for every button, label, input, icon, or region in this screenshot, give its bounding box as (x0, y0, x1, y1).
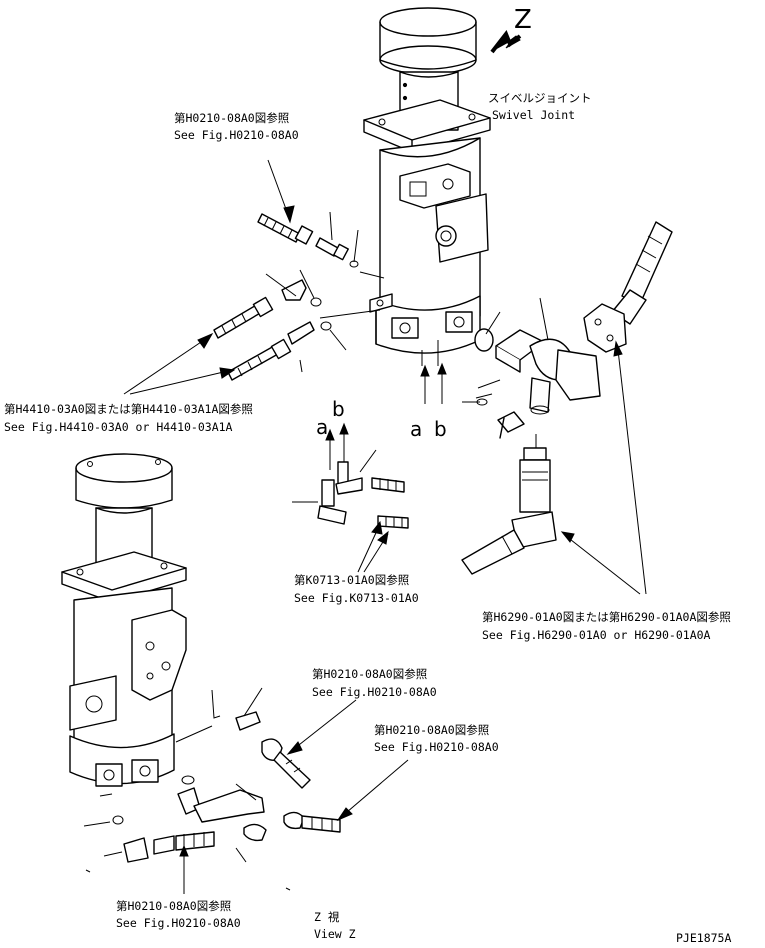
ref-h0210-bottom-ja: 第H0210-08A0図参照 (116, 899, 232, 913)
ref-h0210-mid1-en: See Fig.H0210-08A0 (312, 685, 437, 699)
ref-h6290-en: See Fig.H6290-01A0 or H6290-01A0A (482, 628, 711, 642)
ref-h4410-en: See Fig.H4410-03A0 or H4410-03A1A (4, 420, 233, 434)
center-fittings (292, 422, 409, 529)
drawing-code: PJE1875A (676, 931, 732, 945)
ref-h0210-mid2-ja: 第H0210-08A0図参照 (374, 723, 490, 737)
ref-h6290-ja: 第H6290-01A0図または第H6290-01A0A図参照 (482, 610, 731, 624)
view-z-label-en: View Z (314, 927, 356, 941)
ref-k0713-ja: 第K0713-01A0図参照 (294, 573, 410, 587)
ref-k0713-en: See Fig.K0713-01A0 (294, 591, 419, 605)
view-z-arrow (490, 30, 522, 54)
right-lower-hose (461, 434, 557, 575)
view-z-label-ja: Z 視 (314, 910, 340, 924)
view-z-marker: Z (514, 5, 532, 35)
ref-h4410-ja: 第H4410-03A0図または第H4410-03A1A図参照 (4, 402, 253, 416)
ref-h0210-mid1-ja: 第H0210-08A0図参照 (312, 667, 428, 681)
ref-h0210-top-ja: 第H0210-08A0図参照 (174, 111, 290, 125)
port-label-b-body: b (434, 417, 447, 441)
swivel-joint-label-en: Swivel Joint (492, 108, 576, 122)
ref-h0210-mid2-en: See Fig.H0210-08A0 (374, 740, 499, 754)
port-label-a-center: a (316, 415, 329, 439)
port-label-b-center: b (332, 397, 345, 421)
right-top-hose (583, 221, 673, 353)
view-z-fittings (83, 687, 341, 891)
left-hose-assembly (213, 269, 381, 381)
port-label-a-body: a (410, 417, 423, 441)
swivel-joint-view-z (61, 453, 187, 787)
swivel-joint-label-ja: スイベルジョイント (488, 91, 592, 105)
ref-h0210-top-en: See Fig.H0210-08A0 (174, 128, 299, 142)
top-hose-fittings (257, 211, 385, 279)
swivel-joint-top (363, 7, 491, 354)
right-elbow-fitting (462, 297, 601, 439)
ref-h0210-bottom-en: See Fig.H0210-08A0 (116, 916, 241, 930)
